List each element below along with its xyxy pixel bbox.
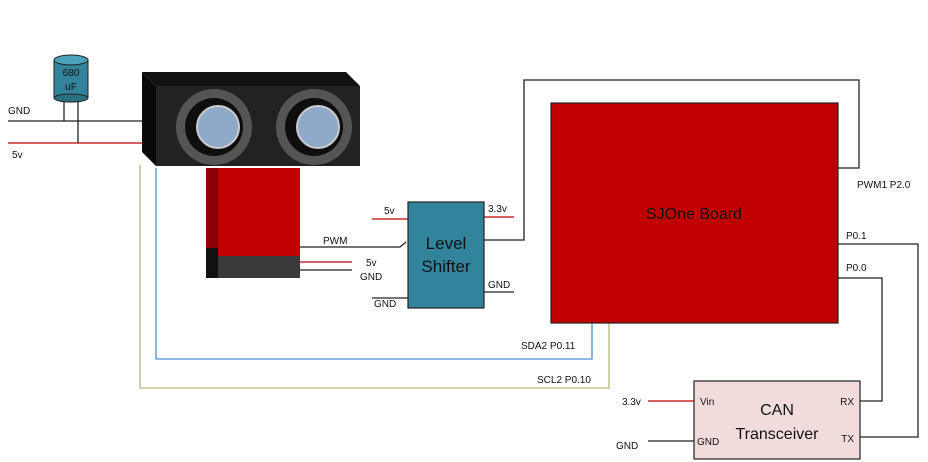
right-transducer-lens [296,105,340,149]
can-transceiver-box [693,380,861,460]
p01-label: P0.1 [846,231,867,242]
pwm-label: PWM [323,236,347,247]
level-shifter: Level Shifter [407,201,485,309]
sjone-board: SJOne Board [550,102,839,324]
capacitor-bottom [53,93,89,103]
level-shifter-title-2: Shifter [421,257,470,276]
sda2-label: SDA2 P0.11 [521,341,576,352]
left-5v-label: 5v [12,150,23,161]
p00-label: P0.0 [846,263,867,274]
sensor-connector [218,256,300,278]
can-transceiver-title-1: CAN [760,402,794,419]
wires [8,79,919,442]
sda2-wire [155,168,593,360]
p00-rx-wire [838,277,883,402]
pwm1-loop-wire [484,79,860,241]
level-shifter-box [407,201,485,309]
can-pin-vin: Vin [700,397,714,408]
can-pin-tx: TX [841,434,854,445]
can-transceiver-title-2: Transceiver [736,426,820,443]
shifter-3v3-label: 3.3v [488,204,507,215]
labels: GND 5v PWM 5v GND 5v GND 3.3v GND PWM1 P… [8,106,911,452]
level-shifter-title-1: Level [426,234,467,253]
sensor-side-face [142,72,156,166]
left-transducer-lens [196,105,240,149]
can-3v3-label: 3.3v [622,397,641,408]
capacitor-top [53,54,89,66]
scl2-label: SCL2 P0.10 [537,375,591,386]
pwm1-label: PWM1 P2.0 [857,180,911,191]
left-gnd-label: GND [8,106,30,117]
shifter-5v-label: 5v [384,206,395,217]
ultrasonic-sensor [142,72,360,278]
can-transceiver: CAN Transceiver Vin GND RX TX [693,380,861,460]
shifter-gnd-in-label: GND [374,299,396,310]
scl2-wire [139,165,610,389]
capacitor-label-value: 680 [63,68,80,79]
can-pin-rx: RX [840,397,854,408]
sensor-5v-label: 5v [366,258,377,269]
can-gnd-label: GND [616,441,638,452]
sensor-gnd-label: GND [360,272,382,283]
can-pin-gnd: GND [697,437,719,448]
p01-tx-wire [838,243,919,438]
sensor-board [218,168,300,258]
shifter-gnd-out-label: GND [488,280,510,291]
sensor-top-face [142,72,360,86]
sjone-board-box [550,102,839,324]
capacitor: 680 uF [53,54,89,103]
sjone-board-title: SJOne Board [646,206,742,223]
pwm-wire [300,241,407,248]
sensor-board-shade [206,248,218,278]
capacitor-label-unit: uF [65,82,77,93]
